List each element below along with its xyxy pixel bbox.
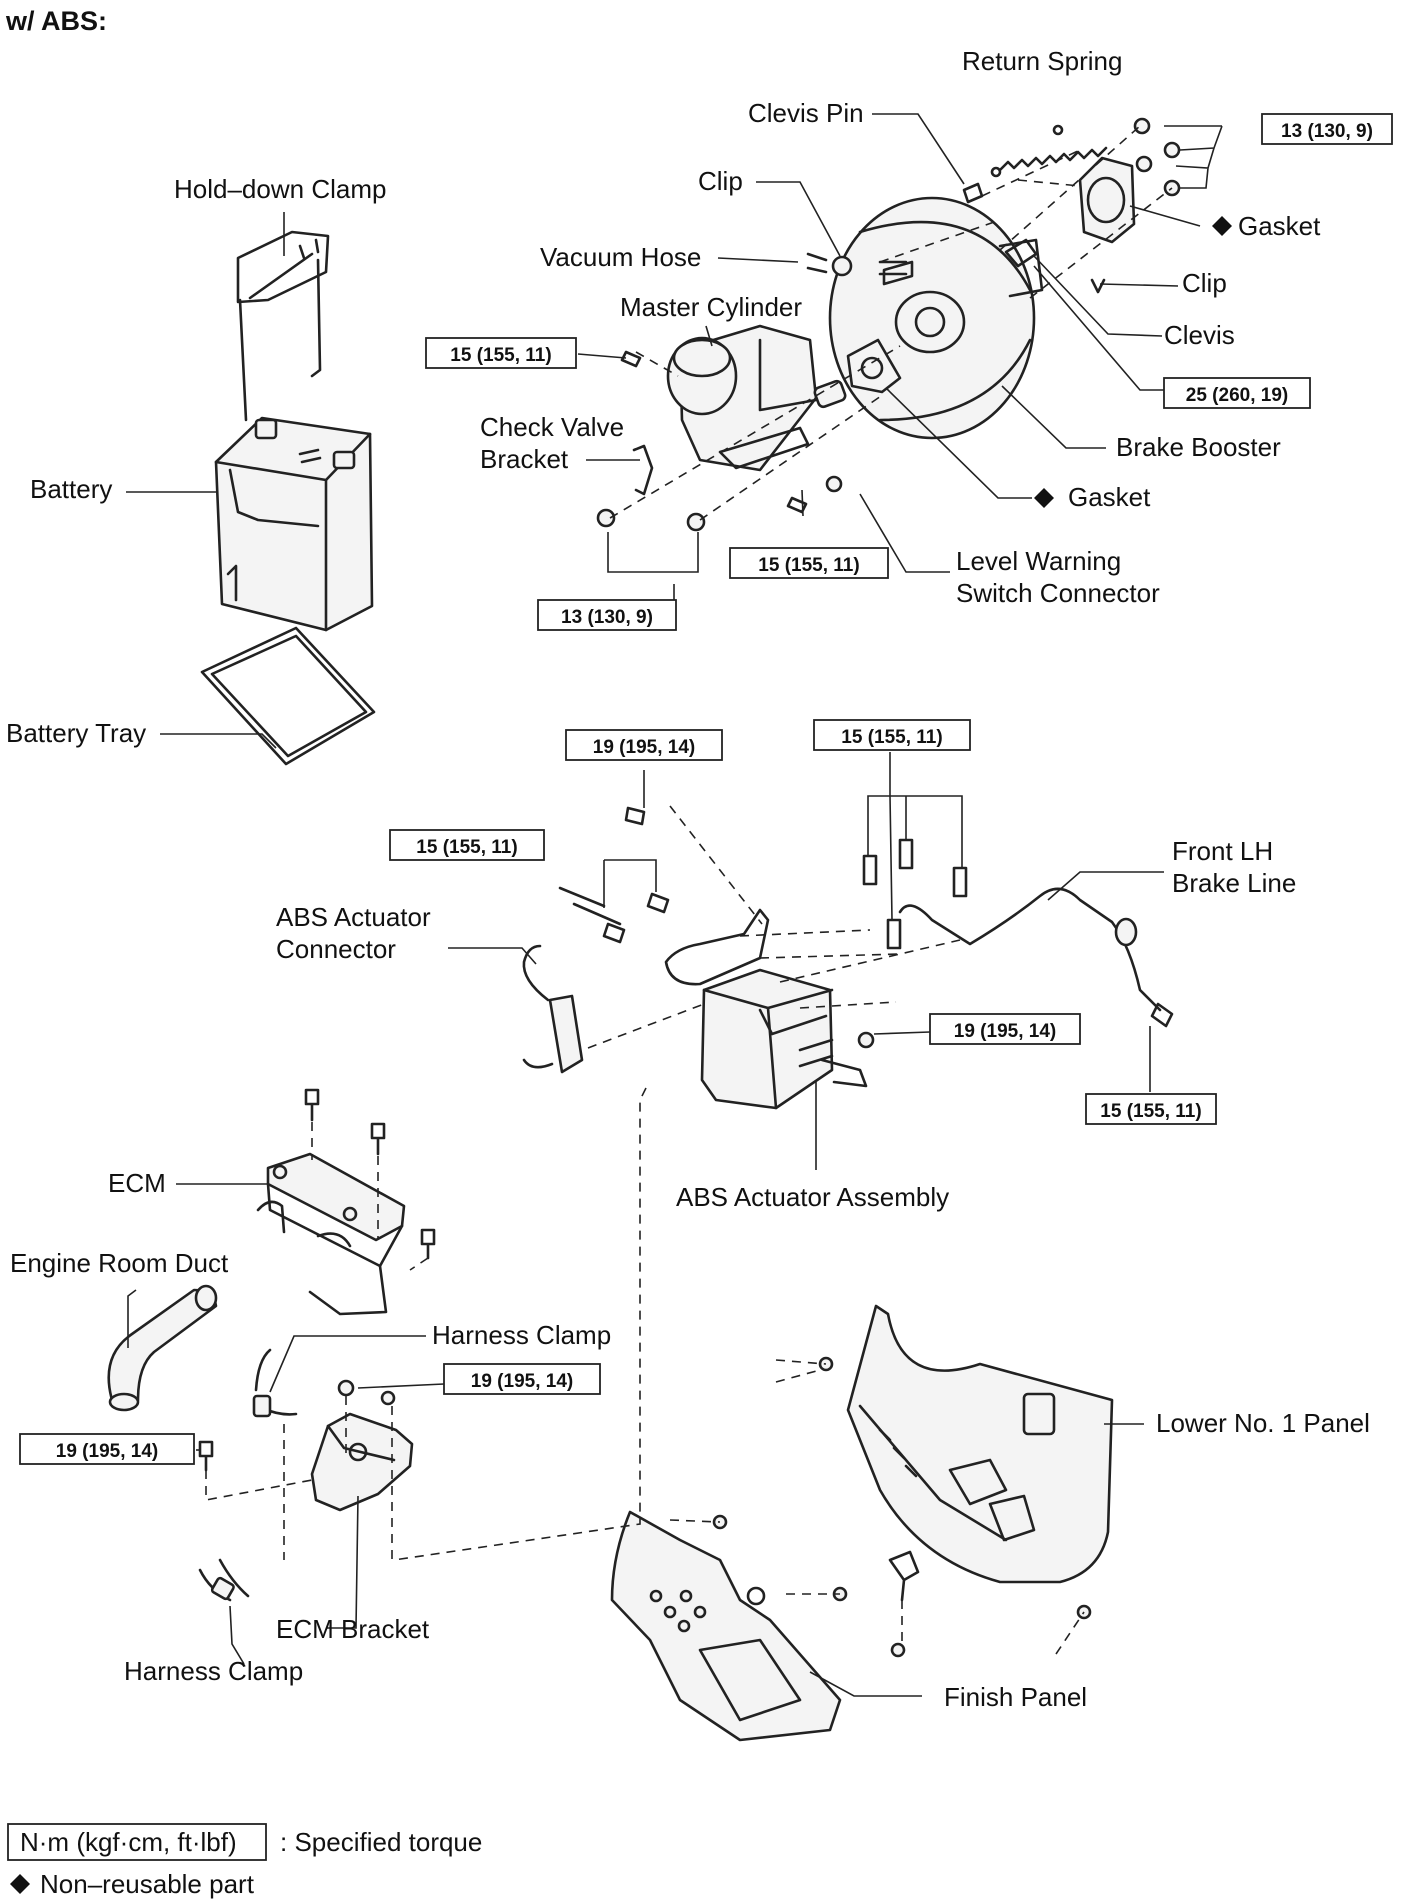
torque-booster-nuts: 13 (130, 9) [1281,121,1373,142]
vacuum-hose-drawing [806,252,908,277]
label-level-warning-line1: Level Warning [956,546,1121,576]
torque-boxes [19,113,1393,1465]
label-battery-tray: Battery Tray [6,718,146,748]
abs-line-fittings-drawing [558,806,968,1049]
label-battery: Battery [30,474,112,504]
gasket-top-nonreusable-icon [1212,216,1232,236]
label-master-cylinder: Master Cylinder [620,292,802,322]
clevis-drawing [1004,238,1038,268]
harness-clamp-bottom-drawing [198,1558,250,1602]
assembly-dashed-lines [205,125,1173,1655]
torque-front-lh-line: 15 (155, 11) [1100,1101,1201,1122]
clip-right-drawing [1090,278,1106,294]
label-lower-no1-panel: Lower No. 1 Panel [1156,1408,1370,1438]
finish-panel-drawing [610,1510,920,1742]
label-clip-top: Clip [698,166,743,196]
brake-booster-drawing [828,196,1044,440]
legend-torque-text: : Specified torque [280,1827,482,1857]
hold-down-clamp-drawing [236,230,330,422]
abs-actuator-drawing [700,968,868,1110]
check-valve-bracket-drawing [632,444,654,496]
label-finish-panel: Finish Panel [944,1682,1087,1712]
label-engine-room-duct: Engine Room Duct [10,1248,229,1278]
leader-lines [126,113,1223,1697]
clevis-pin-drawing [962,182,984,204]
gasket-mid-nonreusable-icon [1034,488,1054,508]
abs-connector-drawing [522,944,584,1074]
ecm-bolts-drawing [304,1088,436,1260]
master-cylinder-drawing [666,324,847,472]
label-check-valve-bracket-line1: Check Valve [480,412,624,442]
label-abs-actuator-assembly: ABS Actuator Assembly [676,1182,949,1212]
engine-room-duct-drawing [107,1284,218,1412]
nonreusable-diamond-icon [10,1874,30,1894]
label-brake-booster: Brake Booster [1116,432,1281,462]
label-harness-clamp-bottom: Harness Clamp [124,1656,303,1686]
label-ecm-bracket: ECM Bracket [276,1614,430,1644]
legend-torque-units: N·m (kgf·cm, ft·lbf) [20,1827,237,1857]
torque-abs-bolt-top: 19 (195, 14) [593,737,695,758]
panel-screws-drawing [712,1356,1092,1658]
ecm-bracket-drawing [198,1379,414,1512]
booster-gasket-top-drawing [1078,156,1136,244]
torque-abs-lines-right: 15 (155, 11) [841,727,942,748]
legend: N·m (kgf·cm, ft·lbf) : Specified torque … [7,1823,482,1899]
label-abs-connector-line2: Connector [276,934,396,964]
label-clip-right: Clip [1182,268,1227,298]
label-clevis-pin: Clevis Pin [748,98,864,128]
abs-bracket-drawing [664,908,770,986]
battery-drawing [214,416,374,632]
torque-abs-lines-left: 15 (155, 11) [416,837,517,858]
label-front-lh-line1: Front LH [1172,836,1273,866]
lower-no1-panel-drawing [846,1304,1114,1584]
booster-nuts-drawing [1133,117,1181,197]
battery-tray-drawing [200,626,376,766]
label-gasket-mid: Gasket [1068,482,1151,512]
harness-clamp-top-drawing [252,1348,298,1418]
torque-ecm-nut: 19 (195, 14) [471,1371,573,1392]
label-harness-clamp-top: Harness Clamp [432,1320,611,1350]
front-lh-brake-line-drawing [898,887,1174,1028]
label-gasket-top: Gasket [1238,211,1321,241]
label-vacuum-hose: Vacuum Hose [540,242,701,272]
label-ecm: ECM [108,1168,166,1198]
return-spring-drawing [990,124,1108,178]
torque-ecm-bolt-left: 19 (195, 14) [56,1441,158,1462]
legend-nonreusable: Non–reusable part [40,1869,255,1899]
label-abs-connector-line1: ABS Actuator [276,902,431,932]
label-front-lh-line2: Brake Line [1172,868,1296,898]
ecm-drawing [256,1152,406,1316]
label-hold-down-clamp: Hold–down Clamp [174,174,386,204]
label-clevis: Clevis [1164,320,1235,350]
label-check-valve-bracket-line2: Bracket [480,444,569,474]
torque-clevis: 25 (260, 19) [1186,385,1288,406]
label-return-spring: Return Spring [962,46,1122,76]
torque-abs-nut: 19 (195, 14) [954,1021,1056,1042]
torque-master-cylinder-nuts: 13 (130, 9) [561,607,653,628]
mc-fittings-drawing [596,350,843,532]
label-level-warning-line2: Switch Connector [956,578,1160,608]
legend-torque-box [7,1823,267,1861]
torque-master-cylinder-line: 15 (155, 11) [450,345,551,366]
torque-level-warning-line: 15 (155, 11) [758,555,859,576]
diagram-title: w/ ABS: [5,6,107,36]
